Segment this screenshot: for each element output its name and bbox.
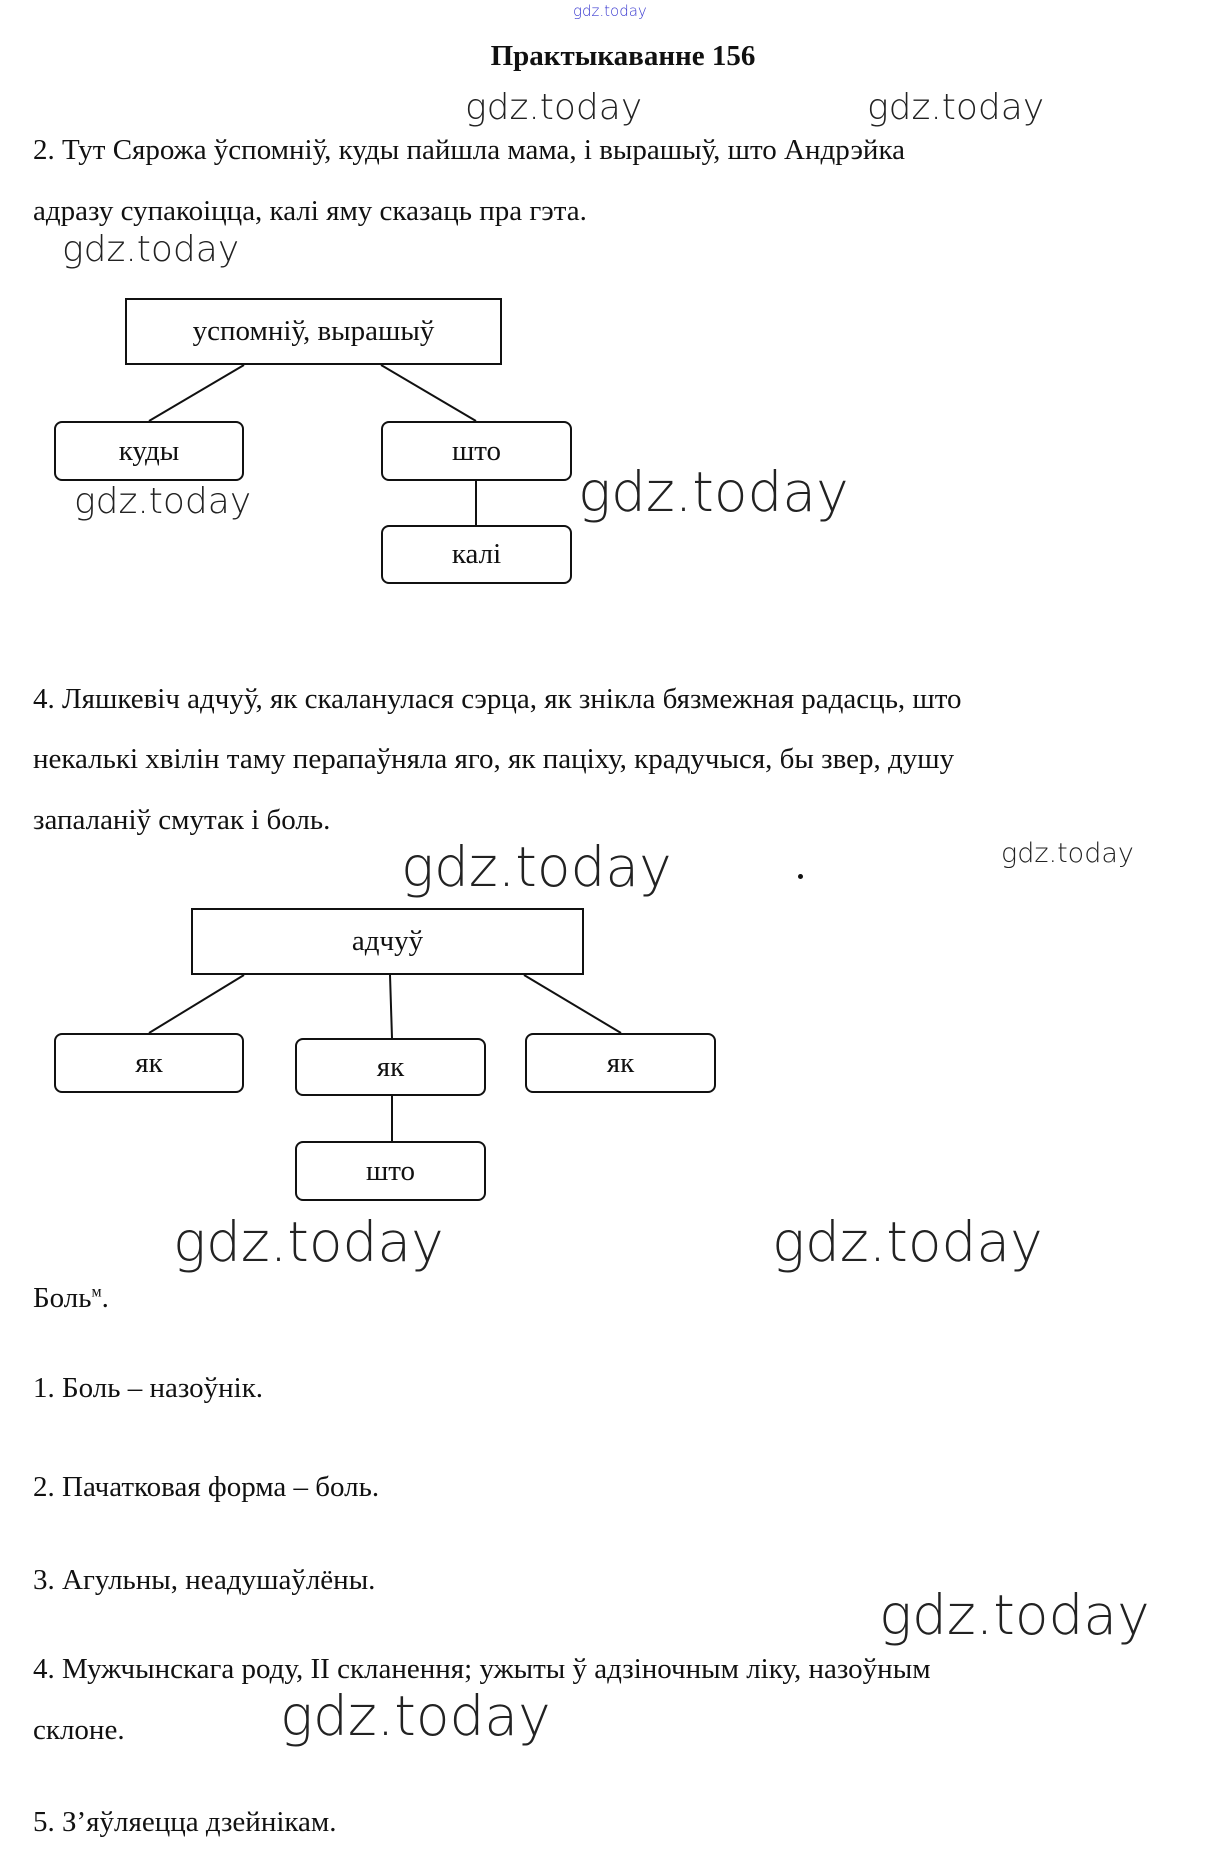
part-of-speech-mark: м (91, 1283, 102, 1301)
analysis-item: склоне. (33, 1714, 125, 1746)
watermark: gdz.today (867, 87, 1045, 128)
watermark: gdz.today (401, 835, 672, 899)
diagram1-right-box: што (381, 421, 572, 481)
sentence-4-line-1: 4. Ляшкевіч адчуў, як скаланулася сэрца,… (33, 683, 962, 715)
watermark: gdz.today (879, 1583, 1150, 1647)
watermark: gdz.today (578, 460, 849, 524)
diagram2-left-box: як (54, 1033, 244, 1093)
diagram2-root-box: адчуў (191, 908, 584, 975)
page-title: Практыкаванне 156 (490, 40, 756, 72)
analysis-item: 3. Агульны, неадушаўлёны. (33, 1564, 376, 1596)
diagram1-child-box: калі (381, 525, 572, 584)
watermark: gdz.today (573, 2, 647, 20)
analysis-word: Больм. (33, 1284, 109, 1313)
analysis-item: 5. З’яўляецца дзейнікам. (33, 1806, 337, 1838)
sentence-2-line-2: адразу супакоіцца, калі яму сказаць пра … (33, 195, 587, 227)
dot-mark (798, 874, 803, 879)
diagram1-left-box: куды (54, 421, 244, 481)
diagram2-child-box: што (295, 1141, 486, 1201)
watermark: gdz.today (1001, 838, 1134, 869)
sentence-4-line-2: некалькі хвілін таму перапаўняла яго, як… (33, 743, 955, 775)
diagram2-middle-box: як (295, 1038, 486, 1096)
analysis-item: 4. Мужчынскага роду, II скланення; ужыты… (33, 1653, 931, 1685)
watermark: gdz.today (280, 1684, 551, 1748)
analysis-word-dot: . (101, 1282, 109, 1314)
watermark: gdz.today (173, 1210, 444, 1274)
sentence-2-line-1: 2. Тут Сярожа ўспомніў, куды пайшла мама… (33, 134, 905, 166)
watermark: gdz.today (772, 1210, 1043, 1274)
sentence-4-line-3: запаланіў смутак і боль. (33, 804, 331, 836)
watermark: gdz.today (74, 481, 252, 522)
analysis-item: 1. Боль – назоўнік. (33, 1372, 264, 1404)
diagram1-root-box: успомніў, вырашыў (125, 298, 502, 365)
analysis-item: 2. Пачатковая форма – боль. (33, 1471, 380, 1503)
analysis-word-text: Боль (33, 1282, 92, 1314)
watermark: gdz.today (62, 229, 240, 270)
diagram2-right-box: як (525, 1033, 716, 1093)
watermark: gdz.today (465, 87, 643, 128)
